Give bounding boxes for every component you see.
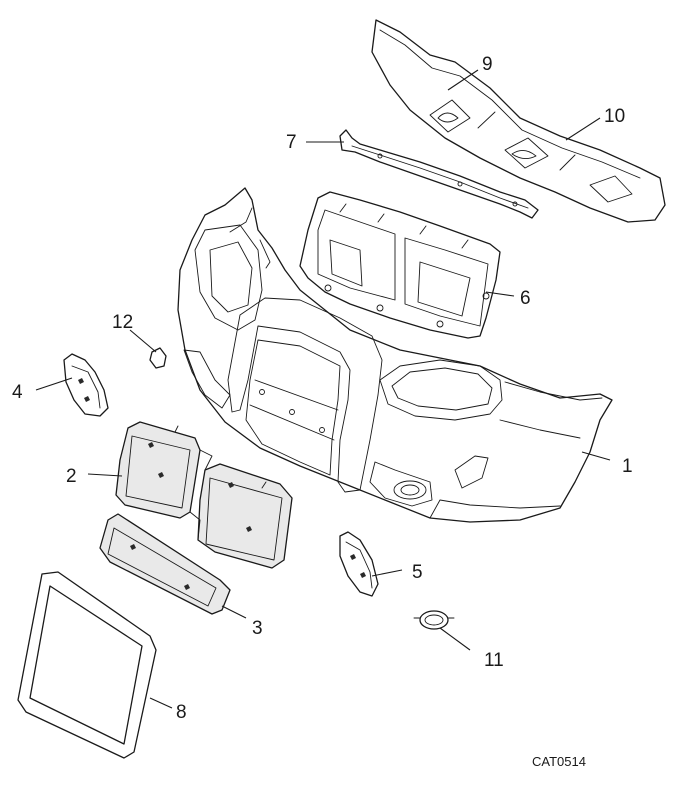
headlamp-support-panel: [299, 191, 501, 339]
leader-11: [439, 627, 471, 651]
leader-10: [565, 117, 601, 141]
callout-1: 1: [622, 456, 633, 477]
left-bracket: [63, 353, 109, 417]
callout-10: 10: [604, 106, 625, 127]
leader-6: [485, 291, 515, 297]
leader-8: [149, 697, 173, 709]
right-bracket: [339, 531, 379, 597]
callout-7: 7: [286, 132, 297, 153]
callout-11: 11: [484, 650, 504, 671]
callout-3: 3: [252, 618, 263, 639]
leader-3: [221, 605, 247, 619]
upper-grille: [115, 421, 293, 569]
leader-lines: [35, 69, 611, 709]
callout-12: 12: [112, 312, 133, 333]
callout-9: 9: [482, 54, 493, 75]
trim-surround: [17, 571, 157, 759]
grille-mesh: [99, 513, 231, 615]
leader-1: [581, 451, 611, 461]
callout-6: 6: [520, 288, 531, 309]
callout-8: 8: [176, 702, 187, 723]
callout-4: 4: [12, 382, 23, 403]
leader-4: [35, 377, 73, 391]
catalog-code: CAT0514: [532, 754, 586, 769]
callouts: 1 2 3 4 5 6 7 8 9 10 11 12: [12, 54, 633, 723]
leader-5: [371, 569, 403, 577]
callout-2: 2: [66, 466, 77, 487]
ring-clip: [413, 610, 455, 630]
energy-absorber: [371, 19, 666, 223]
upper-bracket-bar: [339, 129, 539, 219]
callout-5: 5: [412, 562, 423, 583]
bumper-cover: [177, 187, 613, 523]
leader-12: [129, 329, 157, 353]
small-clip: [149, 347, 167, 369]
leader-9: [447, 69, 479, 91]
leader-2: [87, 473, 123, 477]
